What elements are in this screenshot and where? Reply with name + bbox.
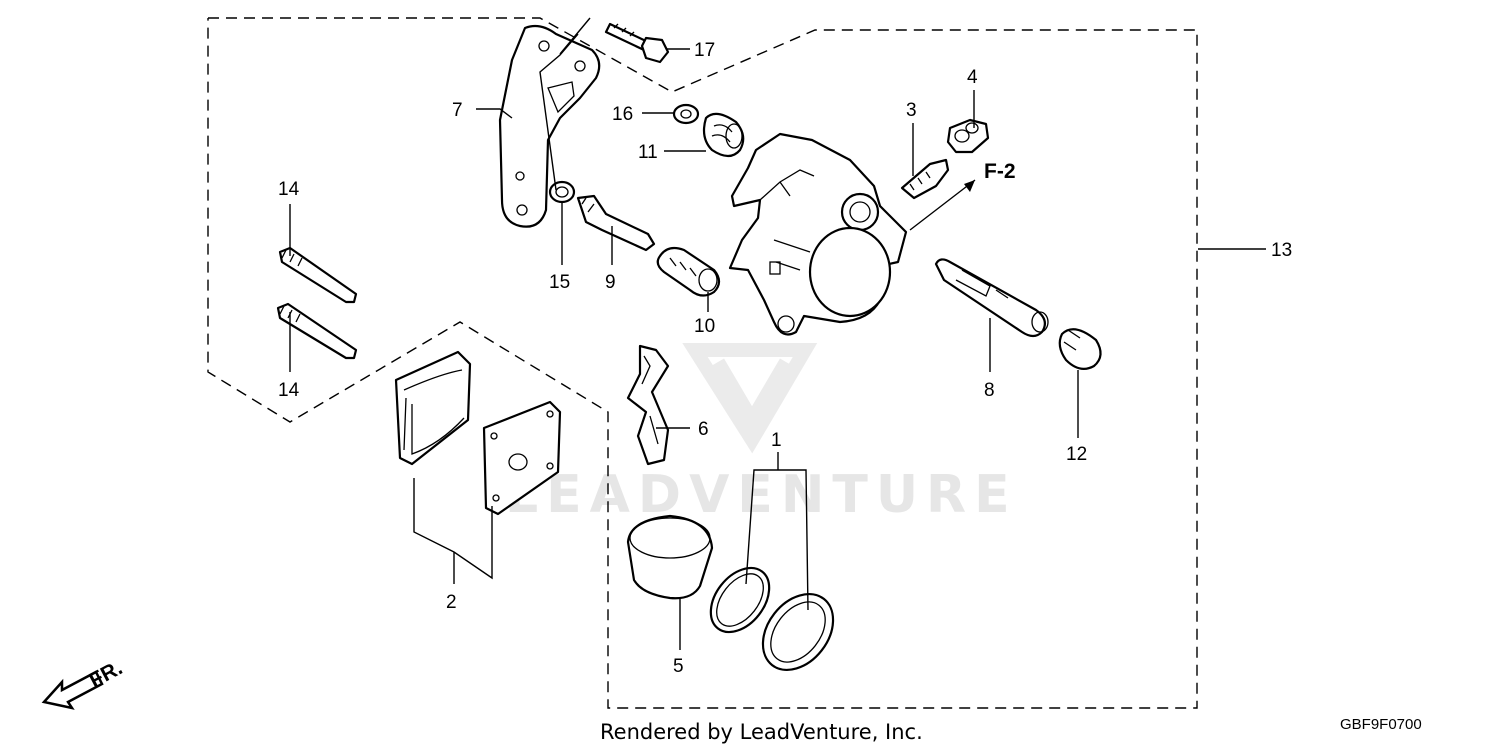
front-direction-arrow: FR.	[41, 656, 126, 710]
reference-label-f2: F-2	[984, 160, 1016, 183]
part-6-pad-spring[interactable]	[626, 344, 670, 466]
part-17-bolt[interactable]	[604, 22, 670, 64]
part-16-washer[interactable]	[672, 103, 700, 125]
callout-1: 1	[771, 430, 782, 451]
callout-16: 16	[612, 104, 633, 125]
callouts: 17 7 16 11 15 9 10 3 4 F-2 13 8 12 14 14…	[278, 40, 1292, 677]
callout-15: 15	[549, 272, 570, 293]
callout-6: 6	[698, 419, 709, 440]
callout-2: 2	[446, 592, 457, 613]
part-11-boot[interactable]	[702, 112, 745, 158]
part-1-piston-seal[interactable]	[699, 557, 781, 643]
part-9-caliper-pin[interactable]	[576, 194, 656, 252]
caliper-body[interactable]	[728, 132, 908, 336]
callout-4: 4	[967, 67, 978, 88]
diagram-code: GBF9F0700	[1340, 716, 1422, 733]
callout-5: 5	[673, 656, 684, 677]
callout-3: 3	[906, 100, 917, 121]
part-2-brake-pad-front[interactable]	[394, 350, 472, 466]
part-3-bleeder-screw[interactable]	[900, 158, 950, 200]
callout-8: 8	[984, 380, 995, 401]
assembly-outline-13	[207, 17, 1198, 709]
part-14-pin-lower[interactable]	[276, 302, 358, 360]
part-7-caliper-bracket[interactable]	[498, 24, 601, 228]
watermark-text: LEADVENTURE	[505, 465, 1018, 525]
part-5-piston[interactable]	[626, 514, 714, 600]
part-12-boot[interactable]	[1058, 328, 1102, 371]
part-15-washer[interactable]	[548, 180, 576, 204]
callout-7: 7	[452, 100, 463, 121]
leader-lines	[289, 17, 1266, 650]
callout-12: 12	[1066, 444, 1087, 465]
callout-14-lower: 14	[278, 380, 300, 401]
callout-11: 11	[638, 142, 658, 163]
reference-arrow-f2	[909, 179, 976, 231]
part-14-pin-upper[interactable]	[278, 246, 358, 304]
callout-13: 13	[1271, 240, 1292, 261]
part-8-caliper-pin[interactable]	[934, 258, 1049, 338]
callout-10: 10	[694, 316, 715, 337]
part-2-brake-pad-rear[interactable]	[482, 400, 562, 516]
callout-17: 17	[694, 40, 715, 61]
part-10-boot[interactable]	[656, 246, 721, 297]
watermark-logo-icon	[682, 343, 818, 454]
part-4-bleeder-cap[interactable]	[946, 118, 990, 154]
callout-9: 9	[605, 272, 616, 293]
callout-14-upper: 14	[278, 179, 300, 200]
part-1-dust-seal[interactable]	[749, 580, 848, 683]
arrow-left-icon	[41, 670, 104, 710]
watermark: LEADVENTURE	[505, 343, 1018, 525]
footer-credit: Rendered by LeadVenture, Inc.	[600, 720, 923, 744]
